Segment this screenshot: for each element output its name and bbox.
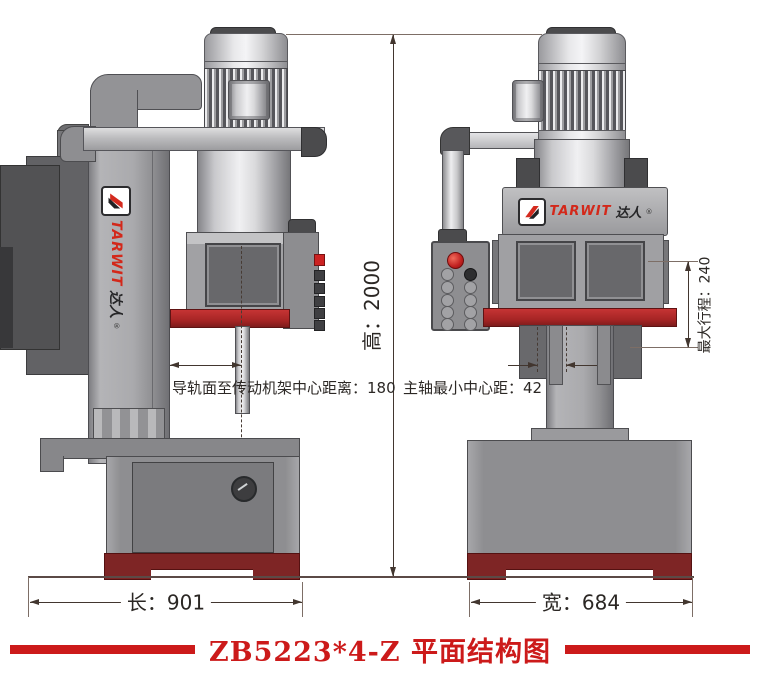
spindle-distance-arrow-right [566, 361, 597, 368]
cabinet-dark-strip [0, 247, 13, 348]
beam-right-cap [301, 127, 327, 157]
spindle-block-left [519, 325, 549, 379]
title-bar: ZB5223*4-Z 平面结构图 [0, 630, 760, 669]
pendant-button [441, 281, 454, 294]
side-red-button [314, 254, 325, 266]
gear-head-window-left [516, 241, 576, 301]
spindle-rod-left [549, 325, 563, 385]
rail-distance-arrow [170, 361, 241, 368]
hook-arm-leg [90, 90, 138, 133]
side-knob-4 [314, 308, 325, 319]
motor-bell [534, 139, 630, 190]
length-ext-right [302, 582, 303, 617]
stroke-ext-bottom [630, 347, 698, 348]
length-ext-left [28, 577, 29, 617]
width-dimension-label: 宽：684 [535, 586, 627, 616]
top-beam [83, 127, 325, 151]
height-dimension: 高：2000 [348, 245, 392, 365]
title-rule-right [564, 645, 750, 654]
height-dimension-label: 高：2000 [359, 259, 384, 351]
brand-name: TARWIT [549, 204, 612, 219]
base-skirt-notch [151, 569, 253, 580]
height-extension-line [286, 34, 542, 35]
stroke-dimension-label: 最大行程：240 [697, 256, 714, 354]
work-plate [170, 309, 290, 328]
motor-cap [538, 33, 626, 67]
side-knob-1 [314, 270, 325, 281]
brand-logo-horizontal: TARWIT 达人 ® [517, 197, 653, 226]
spindle-centerline [241, 246, 242, 462]
side-knob-5 [314, 320, 325, 331]
pendant-tube [442, 150, 464, 234]
column-foot [93, 408, 165, 442]
width-ext-left [469, 582, 470, 617]
registered-mark: ® [112, 322, 120, 330]
brand-badge-icon [101, 186, 131, 216]
brand-name: TARWIT [108, 220, 124, 287]
base-ledge-lip [40, 456, 64, 472]
bell-right-lug [624, 158, 648, 190]
floor-line [28, 576, 694, 578]
pendant-button [464, 318, 477, 331]
gear-head-window-right [585, 241, 645, 301]
brand-cn: 达人 [615, 206, 642, 221]
motor-junction-box [228, 80, 270, 120]
spindle-centerline-left [537, 327, 538, 372]
pendant-button-black [464, 268, 477, 281]
head-plate: TARWIT 达人 ® [502, 187, 668, 236]
base-door [132, 462, 274, 553]
stroke-dimension-line [684, 261, 691, 348]
side-knob-3 [314, 296, 325, 307]
pendant-button [464, 281, 477, 294]
length-dimension-label: 长：901 [120, 586, 212, 616]
brand-emblem-icon [524, 205, 539, 219]
brand-badge-icon [517, 197, 546, 226]
pendant-button [441, 318, 454, 331]
spindle-block-right [612, 325, 642, 379]
stroke-ext-top [648, 261, 698, 262]
gauge-icon [231, 476, 257, 502]
motor-junction-box [512, 80, 544, 122]
width-ext-right [692, 577, 693, 617]
base-skirt-notch [506, 569, 653, 580]
spindle-distance-arrow-left [508, 361, 537, 368]
page-title: ZB5223*4-Z 平面结构图 [209, 637, 551, 668]
brand-emblem-icon [108, 193, 123, 209]
column-edge-line [152, 150, 153, 456]
motor-fins [538, 70, 626, 134]
right-machine-view: TARWIT 达人 ® [400, 0, 760, 620]
spindle-rod-right [597, 325, 611, 385]
gear-head-window [205, 243, 281, 307]
brand-logo-vertical: TARWIT 达人 ® [96, 186, 136, 358]
pendant-button [441, 268, 454, 281]
stroke-dimension: 最大行程：240 [690, 252, 718, 358]
spindle-head-cylinder [197, 135, 291, 234]
spindle-centerline-right [566, 327, 567, 372]
title-rule-left [10, 645, 196, 654]
bell-left-lug [516, 158, 540, 190]
machine-base [467, 440, 692, 555]
spindle-quill [235, 326, 250, 414]
brand-cn: 达人 [107, 290, 123, 319]
height-dimension-line [389, 34, 396, 577]
emergency-stop-button [447, 252, 464, 269]
registered-mark: ® [645, 207, 653, 216]
rail-distance-label: 导轨面至传动机架中心距离：180 [172, 379, 396, 397]
left-machine-view: TARWIT 达人 ® [0, 0, 400, 620]
spindle-distance-label: 主轴最小中心距：42 [403, 379, 543, 397]
side-knob-2 [314, 283, 325, 294]
